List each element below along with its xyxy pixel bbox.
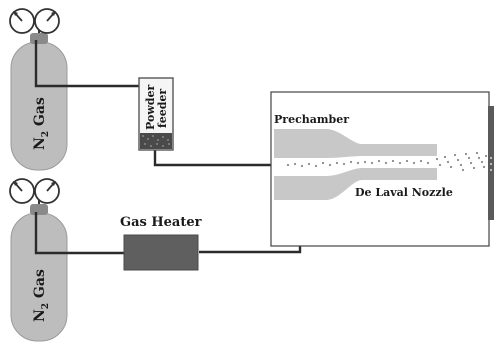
gas-cylinder-bottom: N2 Gas: [9, 178, 68, 342]
substrate: [488, 106, 494, 220]
de-laval-nozzle: [274, 129, 437, 200]
cylinder-valve: [30, 204, 48, 215]
pressure-gauge-icon: [34, 178, 60, 204]
cylinder-valve: [30, 33, 48, 44]
gas-cylinder-top: N2 Gas: [9, 8, 68, 171]
pressure-gauge-icon: [9, 178, 35, 204]
gas-heater-label: Gas Heater: [120, 215, 202, 230]
cylinder-top-label: N2 Gas: [32, 97, 51, 150]
powder-feeder: Powder feeder: [138, 77, 174, 151]
particle-stream: [286, 151, 488, 172]
powder-feeder-label-1: Powder: [144, 85, 157, 130]
cylinder-bottom-label: N2 Gas: [32, 269, 51, 322]
gas-heater: Gas Heater: [120, 215, 202, 271]
nozzle-label: De Laval Nozzle: [355, 186, 453, 199]
powder-feeder-label-2: feeder: [156, 89, 169, 128]
prechamber-label: Prechamber: [274, 113, 349, 126]
pipe-feeder-to-prechamber: [153, 148, 284, 167]
pressure-gauge-icon: [34, 8, 60, 34]
nozzle-lower-wall: [274, 168, 437, 200]
pipe-to-gas-heater: [34, 212, 124, 255]
nozzle-upper-wall: [274, 129, 437, 158]
powder-fill: [140, 133, 172, 149]
gas-heater-box: [123, 234, 199, 271]
pressure-gauge-icon: [9, 8, 35, 34]
